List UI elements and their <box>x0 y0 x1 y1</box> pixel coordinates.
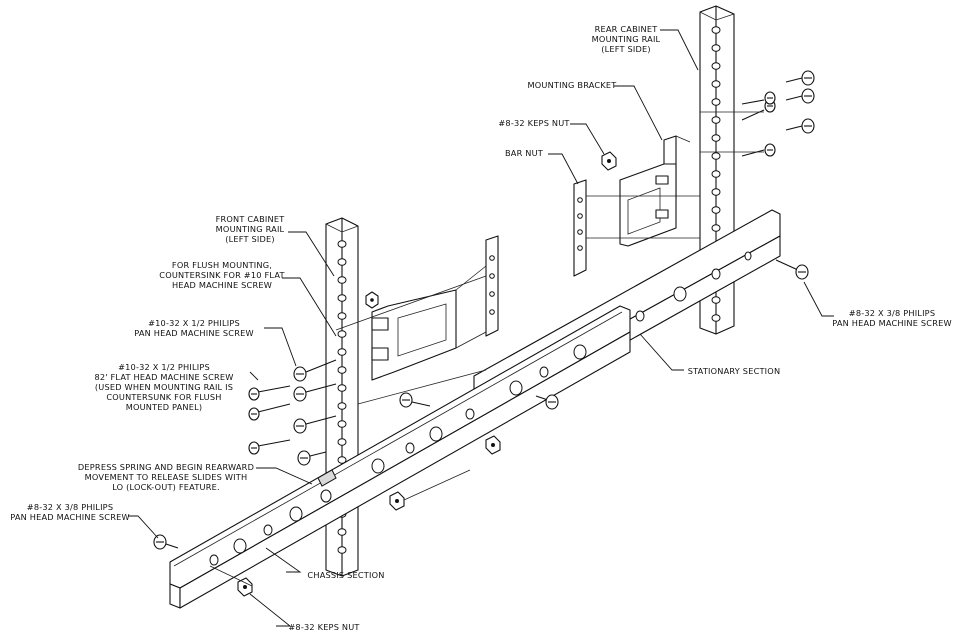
label-pan-head-10-32: #10-32 X 1/2 PHILIPS PAN HEAD MACHINE SC… <box>134 318 254 338</box>
slide-fasteners <box>153 259 809 597</box>
svg-text:#10-32 X 1/2 PHILIPS: #10-32 X 1/2 PHILIPS <box>148 318 240 328</box>
svg-text:MOUNTING RAIL: MOUNTING RAIL <box>216 224 285 234</box>
svg-text:COUNTERSINK FOR #10 FLAT: COUNTERSINK FOR #10 FLAT <box>159 270 285 280</box>
screw-icon <box>297 450 327 466</box>
svg-text:PAN HEAD MACHINE SCREW: PAN HEAD MACHINE SCREW <box>134 328 254 338</box>
keps-nut-icon <box>237 577 253 597</box>
leader-lines <box>128 29 834 627</box>
label-bar-nut: BAR NUT <box>505 148 544 158</box>
svg-text:#8-32 X 3/8 PHILIPS: #8-32 X 3/8 PHILIPS <box>849 308 935 318</box>
screw-icon <box>293 359 337 382</box>
label-pan-head-8-32-right: #8-32 X 3/8 PHILIPS PAN HEAD MACHINE SCR… <box>832 308 952 328</box>
svg-text:DEPRESS SPRING AND BEGIN REARW: DEPRESS SPRING AND BEGIN REARWARD <box>78 462 254 472</box>
svg-text:COUNTERSUNK FOR FLUSH: COUNTERSUNK FOR FLUSH <box>106 392 221 402</box>
label-rear-cabinet-mounting-rail: REAR CABINET MOUNTING RAIL (LEFT SIDE) <box>592 24 661 54</box>
keps-nut-icon <box>601 151 617 171</box>
keps-nut-icon <box>485 435 501 455</box>
svg-text:PAN HEAD MACHINE SCREW: PAN HEAD MACHINE SCREW <box>10 512 130 522</box>
svg-text:(LEFT SIDE): (LEFT SIDE) <box>225 234 275 244</box>
front-mounting-bracket <box>365 235 499 381</box>
chassis-section <box>169 305 631 609</box>
screw-icon <box>785 88 815 104</box>
screw-icon <box>293 415 337 434</box>
screw-icon <box>741 91 776 105</box>
screw-icon <box>248 439 291 455</box>
screw-icon <box>535 394 559 410</box>
label-mounting-bracket: MOUNTING BRACKET <box>527 80 617 90</box>
front-rail-holes <box>337 240 347 554</box>
chassis-holes <box>209 344 587 566</box>
svg-text:(USED WHEN MOUNTING RAIL IS: (USED WHEN MOUNTING RAIL IS <box>95 382 233 392</box>
label-stationary-section: STATIONARY SECTION <box>688 366 781 376</box>
rear-rail-screws <box>700 70 815 157</box>
svg-text:HEAD MACHINE SCREW: HEAD MACHINE SCREW <box>172 280 272 290</box>
screw-icon <box>741 143 776 157</box>
label-keps-nut-top: #8-32 KEPS NUT <box>498 118 570 128</box>
svg-text:MOUNTING BRACKET: MOUNTING BRACKET <box>527 80 617 90</box>
svg-text:(LEFT SIDE): (LEFT SIDE) <box>601 44 651 54</box>
screw-icon <box>785 70 815 86</box>
screw-icon <box>248 385 291 401</box>
svg-text:#8-32 KEPS NUT: #8-32 KEPS NUT <box>498 118 570 128</box>
svg-text:MOVEMENT TO RELEASE SLIDES WIT: MOVEMENT TO RELEASE SLIDES WITH <box>85 472 248 482</box>
svg-text:#8-32 X 3/8 PHILIPS: #8-32 X 3/8 PHILIPS <box>27 502 113 512</box>
svg-text:MOUNTED PANEL): MOUNTED PANEL) <box>126 402 203 412</box>
rear-mounting-bracket <box>619 135 691 247</box>
label-depress-spring: DEPRESS SPRING AND BEGIN REARWARD MOVEME… <box>78 462 254 492</box>
front-screws <box>248 275 487 466</box>
svg-text:#10-32 X 1/2 PHILIPS: #10-32 X 1/2 PHILIPS <box>118 362 210 372</box>
svg-text:82' FLAT HEAD MACHINE SCREW: 82' FLAT HEAD MACHINE SCREW <box>94 372 233 382</box>
label-flat-head-10-32: #10-32 X 1/2 PHILIPS 82' FLAT HEAD MACHI… <box>94 362 233 412</box>
label-flush-mounting: FOR FLUSH MOUNTING, COUNTERSINK FOR #10 … <box>159 260 285 290</box>
svg-text:BAR NUT: BAR NUT <box>505 148 544 158</box>
svg-text:MOUNTING RAIL: MOUNTING RAIL <box>592 34 661 44</box>
svg-text:STATIONARY SECTION: STATIONARY SECTION <box>688 366 781 376</box>
svg-text:LO (LOCK-OUT) FEATURE.: LO (LOCK-OUT) FEATURE. <box>112 482 220 492</box>
screw-icon <box>153 534 179 550</box>
svg-text:#8-32 KEPS NUT: #8-32 KEPS NUT <box>288 622 360 632</box>
label-front-cabinet-mounting-rail: FRONT CABINET MOUNTING RAIL (LEFT SIDE) <box>216 214 286 244</box>
label-chassis-section: CHASSIS SECTION <box>307 570 384 580</box>
screw-icon <box>293 383 337 402</box>
svg-text:FOR FLUSH MOUNTING,: FOR FLUSH MOUNTING, <box>172 260 272 270</box>
keps-nut-icon <box>389 491 405 511</box>
screw-icon <box>785 118 815 134</box>
screw-icon <box>775 259 809 280</box>
svg-text:REAR CABINET: REAR CABINET <box>595 24 659 34</box>
svg-text:CHASSIS SECTION: CHASSIS SECTION <box>307 570 384 580</box>
svg-text:PAN HEAD MACHINE SCREW: PAN HEAD MACHINE SCREW <box>832 318 952 328</box>
svg-text:FRONT CABINET: FRONT CABINET <box>216 214 286 224</box>
label-pan-head-8-32-left: #8-32 X 3/8 PHILIPS PAN HEAD MACHINE SCR… <box>10 502 130 522</box>
bar-nut <box>573 179 700 277</box>
label-keps-nut-bottom: #8-32 KEPS NUT <box>288 622 360 632</box>
screw-icon <box>248 403 291 421</box>
screw-icon <box>399 392 431 408</box>
